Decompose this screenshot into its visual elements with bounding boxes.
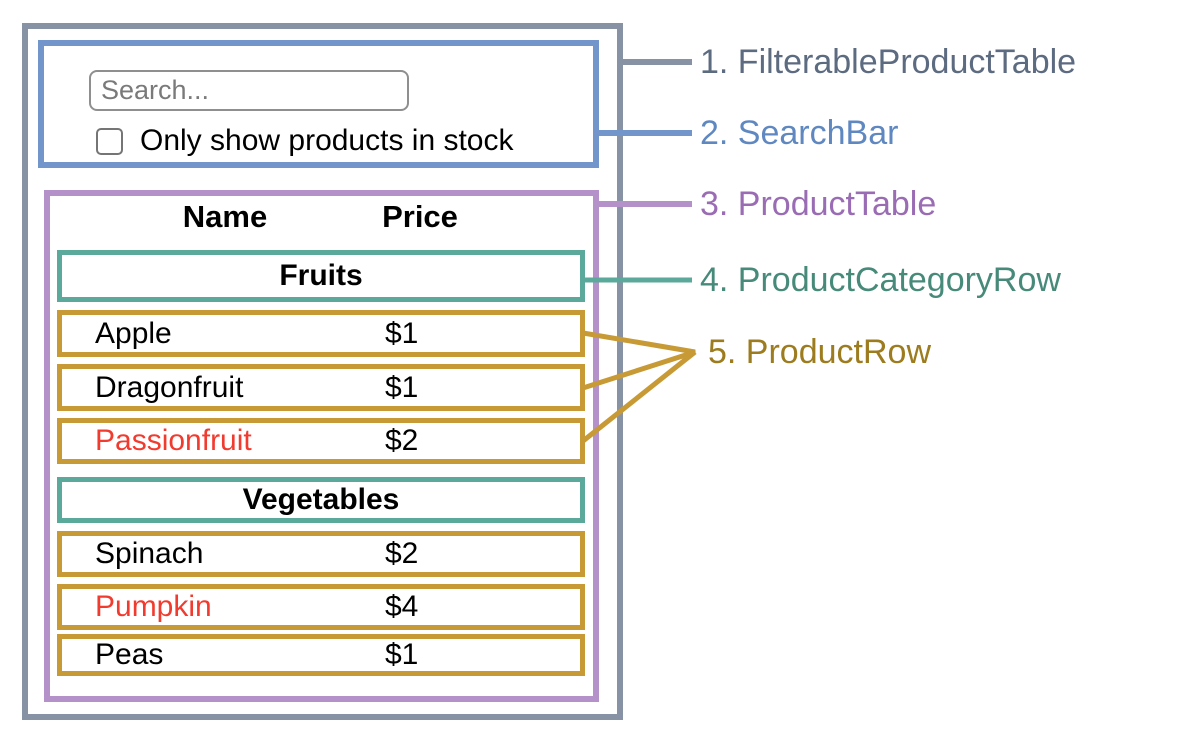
product-row: Dragonfruit $1 (57, 364, 585, 411)
in-stock-checkbox-label: Only show products in stock (140, 124, 514, 157)
legend-product-category-row: 4. ProductCategoryRow (700, 261, 1061, 299)
product-name: Apple (95, 316, 172, 350)
product-row: Peas $1 (57, 634, 585, 676)
in-stock-checkbox[interactable] (96, 127, 123, 155)
product-row: Passionfruit $2 (57, 418, 585, 464)
legend-product-table: 3. ProductTable (700, 185, 937, 223)
column-header-price: Price (382, 199, 458, 234)
product-name: Passionfruit (95, 424, 252, 457)
product-price: $2 (385, 424, 419, 457)
category-row-vegetables: Vegetables (57, 477, 585, 523)
product-price: $4 (385, 590, 419, 623)
legend-filterable-product-table: 1. FilterableProductTable (700, 43, 1077, 81)
category-label: Fruits (279, 259, 363, 292)
category-row-fruits: Fruits (57, 250, 585, 302)
legend-product-row: 5. ProductRow (708, 333, 931, 371)
search-input[interactable] (89, 70, 409, 111)
product-row: Apple $1 (57, 310, 585, 357)
product-name: Pumpkin (95, 590, 212, 623)
product-name: Peas (95, 638, 164, 671)
product-price: $1 (385, 370, 419, 404)
category-label: Vegetables (242, 483, 400, 516)
product-row: Spinach $2 (57, 531, 585, 577)
product-name: Spinach (95, 537, 204, 570)
product-price: $2 (385, 537, 419, 570)
product-row: Pumpkin $4 (57, 584, 585, 630)
product-name: Dragonfruit (95, 370, 244, 404)
product-price: $1 (385, 316, 419, 350)
column-header-name: Name (182, 199, 268, 234)
in-stock-filter: Only show products in stock (96, 124, 514, 158)
product-price: $1 (385, 638, 419, 671)
legend-search-bar: 2. SearchBar (700, 114, 899, 152)
